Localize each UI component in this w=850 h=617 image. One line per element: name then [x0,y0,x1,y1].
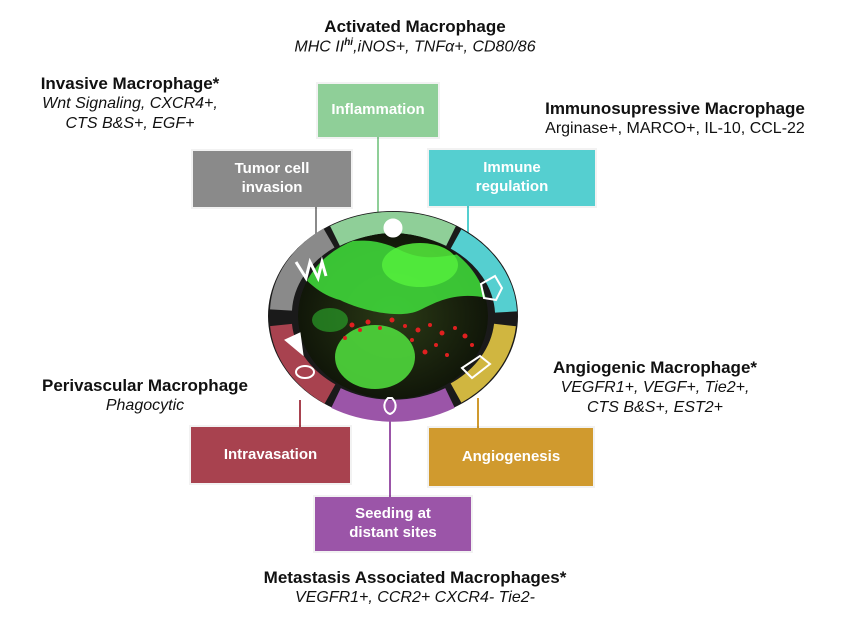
segment-immune-regulation [450,229,517,314]
segment-seeding [331,387,455,422]
intravasation-vessel-icon [284,332,304,357]
activated-markers: MHC IIhi,iNOS+, TNFα+, CD80/86 [294,37,536,56]
box-immune-regulation: Immune regulation [429,150,595,206]
box-angiogenesis: Angiogenesis [429,428,593,486]
label-activated-macrophage: Activated Macrophage MHC IIhi,iNOS+, TNF… [245,16,585,58]
activated-title: Activated Macrophage [324,17,506,36]
microscopy-image [298,233,488,399]
box-inflammation: Inflammation [318,84,438,137]
label-perivascular-macrophage: Perivascular Macrophage Phagocytic [20,375,270,416]
box-seeding-distant-sites: Seeding at distant sites [315,497,471,551]
label-metastasis-macrophages: Metastasis Associated Macrophages* VEGFR… [215,567,615,608]
metastasis-markers: VEGFR1+, CCR2+ CXCR4- Tie2- [295,589,535,607]
angiogenic-title: Angiogenic Macrophage* [552,358,758,377]
connector-lines [299,137,479,497]
perivascular-title: Perivascular Macrophage [42,376,248,395]
invasive-markers-line1: Wnt Signaling, CXCR4+, [42,95,218,113]
box-intravasation: Intravasation [191,427,350,483]
label-invasive-macrophage: Invasive Macrophage* Wnt Signaling, CXCR… [10,73,250,134]
inflammation-cell-icon [383,218,403,238]
metastasis-title: Metastasis Associated Macrophages* [263,568,567,587]
segment-tumor-invasion [270,228,335,312]
box-tumor-cell-invasion: Tumor cell invasion [193,151,351,207]
segment-icons [284,218,504,416]
perivascular-markers: Phagocytic [105,397,185,415]
immune-pentagon-icon [479,274,504,302]
immunosuppressive-title: Immunosupressive Macrophage [545,99,805,118]
angiogenesis-shape-icon [460,354,492,380]
invasive-title: Invasive Macrophage* [40,74,220,93]
tumor-invasion-zigzag-icon [294,256,328,283]
label-angiogenic-macrophage: Angiogenic Macrophage* VEGFR1+, VEGF+, T… [535,357,775,418]
intravasation-cell-icon [295,365,315,379]
label-immunosuppressive-macrophage: Immunosupressive Macrophage Arginase+, M… [515,98,835,139]
segment-intravasation [270,323,336,404]
angiogenic-markers-line2: CTS B&S+, EST2+ [586,399,724,417]
angiogenic-markers-line1: VEGFR1+, VEGF+, Tie2+, [560,379,750,397]
invasive-markers-line2: CTS B&S+, EGF+ [65,115,195,133]
seeding-drop-icon [383,397,397,416]
immunosuppressive-markers: Arginase+, MARCO+, IL-10, CCL-22 [545,120,805,138]
